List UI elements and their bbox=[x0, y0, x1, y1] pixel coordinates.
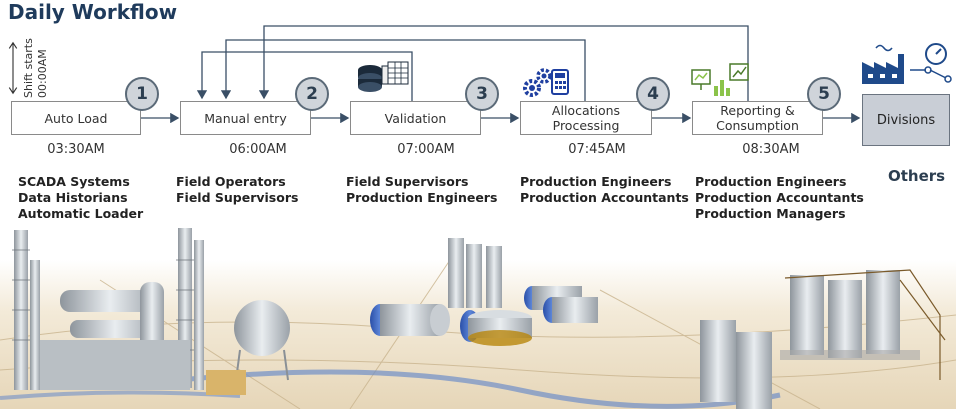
divisions-box: Divisions bbox=[862, 94, 950, 146]
gears-calculator-icon bbox=[523, 68, 569, 97]
role-item: Production Accountants bbox=[520, 190, 689, 205]
step-label: Validation bbox=[384, 110, 447, 126]
step-box-allocations: Allocations Processing bbox=[520, 101, 652, 135]
step-box-auto-load: Auto Load bbox=[11, 101, 141, 135]
factory-icon bbox=[862, 43, 952, 84]
step-box-manual-entry: Manual entry bbox=[180, 101, 311, 135]
role-item: Automatic Loader bbox=[18, 206, 144, 221]
role-item: Production Engineers bbox=[695, 174, 847, 189]
step-time: 03:30AM bbox=[47, 142, 105, 157]
role-item: Production Engineers bbox=[520, 174, 672, 189]
charts-icon bbox=[691, 63, 749, 96]
role-item: Field Supervisors bbox=[176, 190, 299, 205]
page-title: Daily Workflow bbox=[8, 0, 178, 24]
step-number-3: 3 bbox=[465, 77, 499, 111]
roles-list-step-3: Field Supervisors Production Engineers bbox=[346, 174, 497, 206]
step-label-line2: Processing bbox=[552, 118, 620, 133]
step-number-1: 1 bbox=[125, 77, 159, 111]
shift-arrow-icon bbox=[8, 41, 18, 95]
step-number-4: 4 bbox=[636, 77, 670, 111]
step-time: 07:00AM bbox=[397, 142, 455, 157]
step-label-line1: Reporting & bbox=[720, 103, 795, 118]
roles-list-step-4: Production Engineers Production Accounta… bbox=[520, 174, 689, 206]
step-label: Auto Load bbox=[44, 110, 108, 126]
step-time: 06:00AM bbox=[229, 142, 287, 157]
step-time: 07:45AM bbox=[568, 142, 626, 157]
role-item: Data Historians bbox=[18, 190, 128, 205]
roles-list-step-5: Production Engineers Production Accounta… bbox=[695, 174, 864, 222]
roles-list-step-1: SCADA Systems Data Historians Automatic … bbox=[18, 174, 143, 222]
step-time: 08:30AM bbox=[742, 142, 800, 157]
step-label-line2: Consumption bbox=[716, 118, 799, 133]
step-box-reporting: Reporting & Consumption bbox=[692, 101, 823, 135]
role-item: Production Accountants bbox=[695, 190, 864, 205]
role-item: Production Managers bbox=[695, 206, 846, 221]
step-label-line1: Allocations bbox=[551, 103, 621, 118]
roles-list-step-2: Field Operators Field Supervisors bbox=[176, 174, 298, 206]
step-box-validation: Validation bbox=[350, 101, 481, 135]
others-label: Others bbox=[888, 167, 946, 185]
role-item: Field Operators bbox=[176, 174, 286, 189]
step-label: Manual entry bbox=[204, 110, 287, 126]
database-icon bbox=[358, 61, 409, 92]
industrial-scene-illustration bbox=[0, 228, 956, 409]
step-number-2: 2 bbox=[295, 77, 329, 111]
role-item: SCADA Systems bbox=[18, 174, 130, 189]
role-item: Production Engineers bbox=[346, 190, 498, 205]
divisions-label: Divisions bbox=[876, 112, 936, 128]
step-number-5: 5 bbox=[807, 77, 841, 111]
role-item: Field Supervisors bbox=[346, 174, 469, 189]
